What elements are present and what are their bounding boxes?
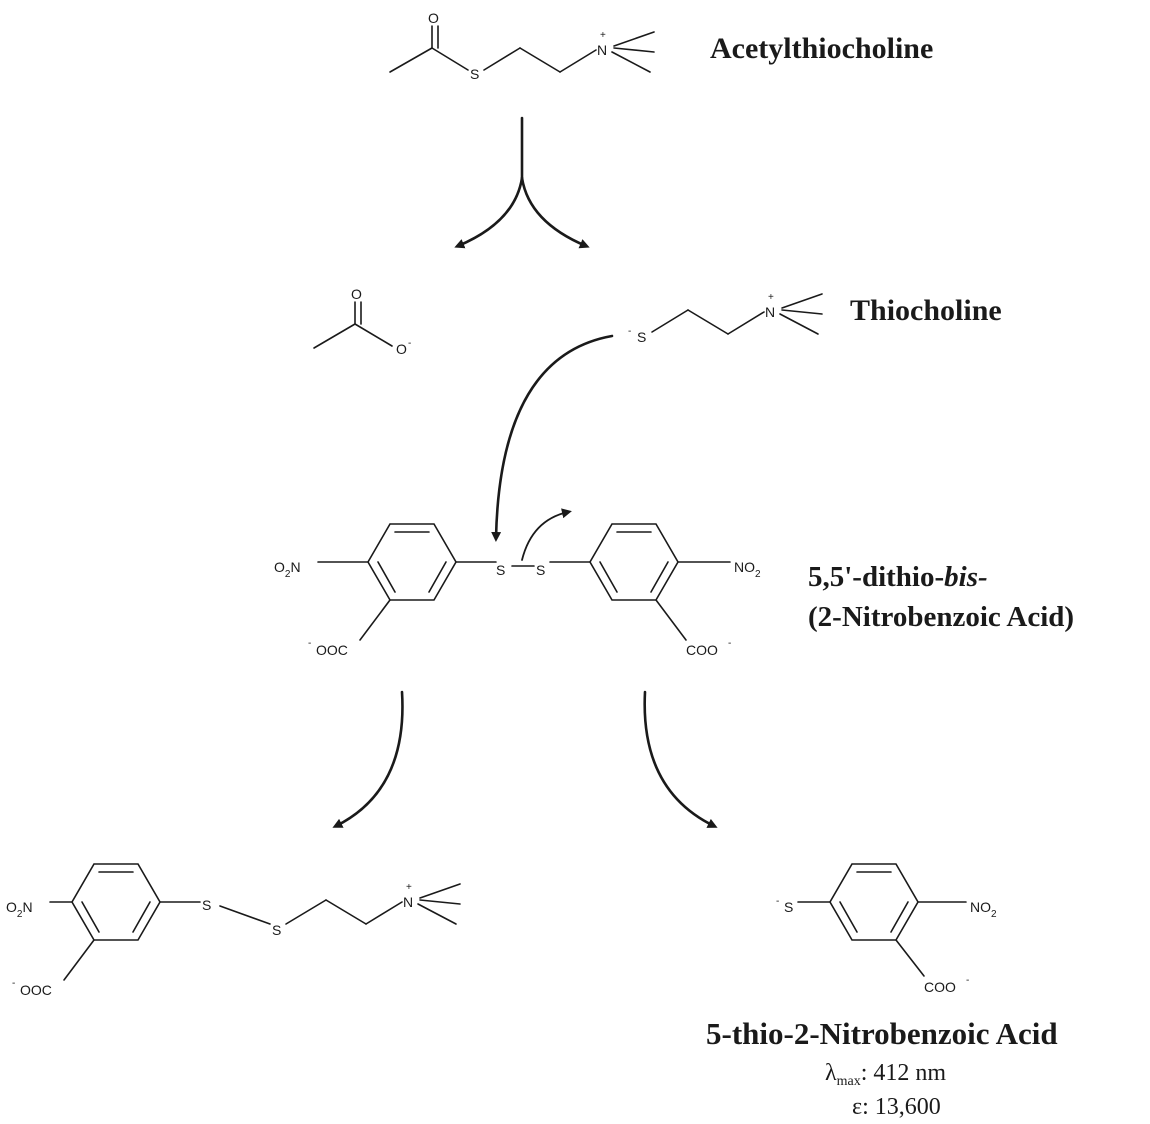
acetylthiocholine-structure: O S N + bbox=[389, 10, 655, 82]
mixed-carboxylate-charge: - bbox=[12, 978, 15, 989]
tnb-carboxylate: COO bbox=[924, 979, 956, 995]
hydrolysis-arrow bbox=[454, 116, 590, 249]
atom-sulfur: S bbox=[470, 66, 479, 82]
dtnb-label-line2: (2-Nitrobenzoic Acid) bbox=[808, 601, 1074, 633]
thiocholine-sulfur: S bbox=[637, 329, 646, 345]
mixed-charge-plus: + bbox=[406, 882, 412, 893]
tnb-lambda-max: λmax: 412 nm bbox=[825, 1060, 946, 1089]
dtnb-carboxylate-left: OOC bbox=[316, 642, 348, 658]
dtnb-carboxylate-right-charge: - bbox=[728, 638, 731, 649]
mixed-nitrogen: N bbox=[403, 894, 413, 910]
dtnb-label-line1: 5,5'-dithio-bis- bbox=[808, 561, 988, 593]
attack-arrow bbox=[491, 334, 614, 542]
dtnb-carboxylate-left-charge: - bbox=[308, 638, 311, 649]
dtnb-nitro-right: NO2 bbox=[734, 559, 761, 580]
mixed-sulfur-2: S bbox=[272, 922, 281, 938]
dtnb-sulfur-2: S bbox=[536, 562, 545, 578]
tnb-carboxylate-charge: - bbox=[966, 975, 969, 986]
atom-nitrogen: N bbox=[597, 42, 607, 58]
acetate-oxygen: O bbox=[351, 286, 362, 302]
tnb-sulfur: S bbox=[784, 899, 793, 915]
tnb-thiolate-charge: - bbox=[776, 896, 779, 907]
atom-oxygen: O bbox=[428, 10, 439, 26]
mixed-carboxylate: OOC bbox=[20, 982, 52, 998]
dtnb-nitro-left: O2N bbox=[274, 559, 301, 580]
electron-push-arrow bbox=[521, 508, 572, 561]
charge-plus: + bbox=[600, 30, 606, 41]
dtnb-structure: S S O2N NO2 - OOC COO - bbox=[274, 523, 761, 658]
tnb-label: 5-thio-2-Nitrobenzoic Acid bbox=[706, 1016, 1058, 1051]
dtnb-carboxylate-right: COO bbox=[686, 642, 718, 658]
mixed-sulfur-1: S bbox=[202, 897, 211, 913]
tnb-epsilon: ε: 13,600 bbox=[852, 1094, 941, 1120]
acetate-charge: - bbox=[408, 338, 411, 349]
thiocholine-nitrogen: N bbox=[765, 304, 775, 320]
thiocholine-label: Thiocholine bbox=[850, 294, 1002, 327]
dtnb-sulfur-1: S bbox=[496, 562, 505, 578]
acetate-oxygen-anion: O bbox=[396, 341, 407, 357]
mixed-nitro: O2N bbox=[6, 899, 33, 920]
tnb-structure: - S NO2 COO - bbox=[776, 863, 997, 995]
acetylthiocholine-label: Acetylthiocholine bbox=[710, 32, 933, 65]
tnb-nitro: NO2 bbox=[970, 899, 997, 920]
mixed-disulfide-structure: O2N S S N + - OOC bbox=[6, 863, 461, 998]
thiocholine-structure: - S N + bbox=[628, 292, 823, 345]
acetate-structure: O O - bbox=[313, 286, 411, 357]
product-arrow-right bbox=[643, 690, 718, 828]
product-arrow-left bbox=[332, 690, 404, 828]
thiocholine-charge-minus: - bbox=[628, 326, 631, 337]
thiocholine-charge-plus: + bbox=[768, 292, 774, 303]
